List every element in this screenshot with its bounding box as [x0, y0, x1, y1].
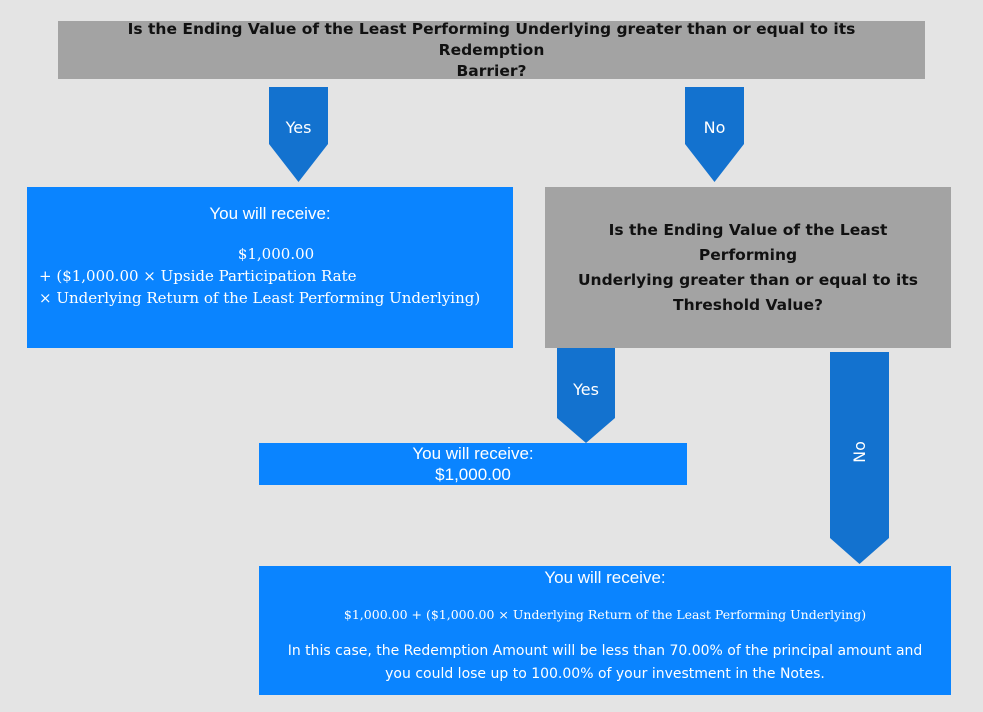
right-question-line1: Is the Ending Value of the Least Perform… [608, 220, 888, 264]
right-question-line2: Underlying greater than or equal to its [577, 270, 919, 289]
result-bottom-note-line2: you could lose up to 100.00% of your inv… [385, 666, 825, 682]
result-left-line2: + ($1,000.00 × Upside Participation Rate [39, 267, 357, 285]
result-mid-box: You will receive: $1,000.00 [259, 443, 687, 485]
no-label-1: No [703, 118, 726, 137]
top-question-box: Is the Ending Value of the Least Perform… [58, 19, 925, 80]
no-label-2: No [850, 441, 869, 463]
result-mid-header: You will receive: [412, 444, 534, 463]
right-question-line3: Threshold Value? [673, 295, 823, 314]
no-arrow-1 [685, 87, 744, 182]
result-left-line3: × Underlying Return of the Least Perform… [39, 289, 481, 307]
yes-label-2: Yes [573, 380, 599, 399]
result-mid-amount: $1,000.00 [435, 465, 511, 484]
result-left-header: You will receive: [209, 204, 331, 223]
yes-arrow-1 [269, 87, 328, 182]
result-bottom-formula: $1,000.00 + ($1,000.00 × Underlying Retu… [343, 607, 867, 622]
yes-arrow-2 [557, 348, 615, 443]
result-bottom-note-line1: In this case, the Redemption Amount will… [287, 643, 923, 659]
result-bottom-box: You will receive: $1,000.00 + ($1,000.00… [259, 566, 951, 695]
result-left-box: You will receive: $1,000.00 + ($1,000.00… [27, 187, 513, 348]
result-bottom-note: In this case, the Redemption Amount will… [280, 640, 931, 686]
top-question-line2: Barrier? [456, 61, 527, 80]
result-left-formula: $1,000.00 + ($1,000.00 × Upside Particip… [27, 243, 513, 309]
right-question-box: Is the Ending Value of the Least Perform… [545, 187, 951, 348]
yes-label-1: Yes [285, 118, 312, 137]
no-arrow-2 [830, 352, 889, 564]
result-left-line1: $1,000.00 [237, 245, 315, 263]
top-question-line1: Is the Ending Value of the Least Perform… [127, 19, 856, 59]
result-bottom-header: You will receive: [544, 568, 666, 587]
